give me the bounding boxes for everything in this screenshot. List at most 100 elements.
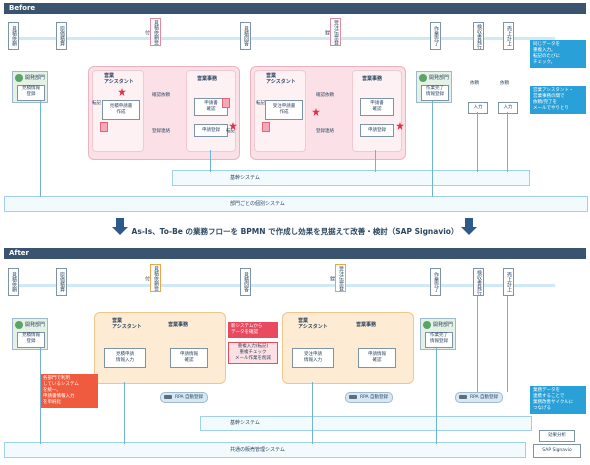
after-shared-system-band [4,442,526,458]
connector [436,348,437,444]
after-quote-check-card: 申請情報 確認 [170,348,208,368]
connector [210,150,211,172]
transcribe-1: 転記 [92,101,101,106]
connector [124,382,125,444]
after-shared-system-label: 共通の販売管理システム [230,447,285,453]
rpa-label-3: RPA 自動登録 [470,395,499,400]
before-sales-assistant-1: 営業 アシスタント [104,73,134,85]
person-icon [15,74,23,82]
duplicate-input-note: 同じデータを 重複入力。 転記のたびに チェック。 [530,40,586,68]
after-core-system-band [200,416,532,431]
before-step-4: 見積回答 [240,22,251,50]
rpa-label-1: RPA 自動登録 [175,395,204,400]
before-step-5: 受注伝票登録 [324,18,341,46]
after-step-1: 見積依頼 [8,268,19,296]
before-core-system-label: 基幹システム [230,175,260,181]
auto-reduction-note: 重複入力(転記) 重複チェック メール作業を削減 [228,342,278,364]
warning-star-icon [118,88,126,96]
person-icon [419,74,427,82]
quote-register-card: 申請登録 [194,124,228,137]
order-register-card: 申請登録 [360,124,394,137]
after-step-2: 原価積算 [56,268,67,296]
down-arrow-icon [112,227,128,235]
estimate-register-box: 見積情報 登録 [17,85,45,101]
before-label: Before [9,4,36,12]
after-sales-office-2: 営業事務 [356,322,377,328]
warning-star-icon [229,122,237,130]
after-step-3: 見積依頼受付 [144,264,161,292]
before-step-1: 見積依頼 [8,22,19,50]
connector [40,348,41,444]
email-exchange-note: 営業アシスタント・ 営業事務の間で 依頼/完了を メールでやりとり [530,86,586,114]
before-flow-line [15,37,555,40]
after-dev-dept-2: 開発部門 作業完了 情報登録 [420,318,456,350]
person-icon [15,321,23,329]
after-flow-line [15,284,555,287]
confirm-request-1: 確認依頼 [152,93,170,98]
request-label-2: 依頼 [500,81,509,86]
work-complete-register-box: 作業完了 情報登録 [421,85,449,101]
register-contact-2: 登録連絡 [316,129,334,134]
after-order-check-card: 申請情報 確認 [358,348,396,368]
before-dept-system-label: 部門ごとの個別システム [230,201,285,207]
before-section-header: Before [4,3,586,14]
after-dev-dept-label: 開発部門 [25,322,46,328]
robot-icon [459,395,467,399]
before-sales-office-2: 営業事務 [362,76,383,82]
after-step-8: 売上計上 [503,268,514,296]
before-core-system-band [172,170,530,186]
before-dev-dept-2: 開発部門 作業完了 情報登録 [416,71,452,103]
connector [477,296,478,392]
improvement-banner: As-Is、To-Be の業務フローを BPMN で作成し効果を見据えて改善・検… [131,227,459,236]
after-order-input-card: 受注申請 情報入力 [292,348,334,368]
before-step-8: 売上計上 [503,22,514,50]
business-improvement-note: 業務データを 連携することで 業務改善サイクルに つなげる [530,386,586,414]
new-system-note: 新システムから データを確認 [228,322,278,338]
warning-star-icon [312,108,320,116]
after-sales-assistant-2: 営業 アシスタント [298,318,328,330]
create-quote-card: 見積申請書 作成 [102,100,140,120]
after-sales-office-1: 営業事務 [168,322,189,328]
transition-arrow-left [116,218,124,227]
after-dev-dept: 開発部門 見積情報 登録 [12,318,48,350]
transcribe-2: 転記 [256,101,265,106]
after-step-7: 検収書発行 [473,268,484,296]
create-order-card: 受注申請書 作成 [265,100,303,120]
connector [477,112,478,172]
rpa-label-2: RPA 自動登録 [360,395,389,400]
input-box-1: 入力 [468,102,488,114]
connector [507,112,508,172]
after-section-header: After [4,248,586,259]
document-icon [262,122,270,132]
person-icon [423,321,431,329]
request-label-1: 依頼 [470,81,479,86]
after-label: After [9,249,30,257]
after-dev-dept-label-2: 開発部門 [433,322,454,328]
effect-analysis-box: 効果分析 [539,430,575,442]
connector [432,101,433,197]
warning-star-icon [396,122,404,130]
after-estimate-register-box: 見積情報 登録 [17,332,45,348]
after-step-5: 受注伝票登録 [329,264,346,292]
before-dev-dept: 開発部門 見積情報 登録 [12,71,48,103]
connector [507,296,508,392]
before-dept-system-band [4,196,588,212]
document-icon [222,98,230,108]
unify-system-note: 各部門で利用 しているシステム を統一。 申請書情報入力 を単純化 [40,374,98,408]
before-step-6: 作業完了 [430,22,441,50]
transition-arrow-right [465,218,473,227]
dev-dept-label-2: 開発部門 [429,75,450,81]
order-check-card: 申請書 確認 [360,98,394,116]
confirm-request-2: 確認依頼 [316,93,334,98]
transcribe-1b: 転記 [226,129,235,134]
rpa-auto-register-3: RPA 自動登録 [455,392,504,403]
sap-signavio-box: SAP Signavio [533,444,581,458]
after-work-complete-box: 作業完了 情報登録 [425,332,453,348]
robot-icon [349,395,357,399]
before-sales-assistant-2: 営業 アシスタント [266,73,296,85]
robot-icon [164,395,172,399]
before-step-7: 検収書発行 [473,22,484,50]
after-core-system-label: 基幹システム [230,420,260,426]
after-sales-assistant-1: 営業 アシスタント [112,318,142,330]
input-box-2: 入力 [498,102,518,114]
